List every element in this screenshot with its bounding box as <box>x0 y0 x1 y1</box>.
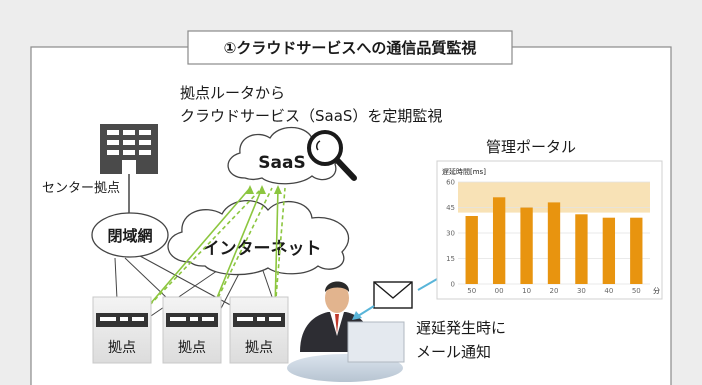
chart-bar <box>575 214 588 284</box>
diagram-title: ①クラウドサービスへの通信品質監視 <box>224 39 477 57</box>
x-tick-label: 30 <box>577 287 586 295</box>
closed-network-label: 閉域網 <box>107 227 152 245</box>
center-site-label: センター拠点 <box>42 181 120 196</box>
closed-network: 閉域網 <box>91 212 169 258</box>
chart-bar <box>630 217 643 284</box>
chart-bars <box>465 197 643 284</box>
y-tick-label: 15 <box>446 255 455 263</box>
site-label: 拠点 <box>178 340 206 356</box>
x-tick-label: 50 <box>632 287 641 295</box>
x-tick-label: 00 <box>495 287 504 295</box>
chart-bar <box>492 197 506 284</box>
caption-line-2: クラウドサービス（SaaS）を定期監視 <box>180 107 442 125</box>
saas-label: SaaS <box>258 153 305 173</box>
portal-chart: 遅延時間[ms] 0 15 30 45 60 50 00 10 20 30 40 50 分 <box>436 160 663 300</box>
magnifier-icon <box>307 130 357 181</box>
mail-to-operator-arrow <box>357 305 375 317</box>
x-tick-label: 20 <box>550 287 559 295</box>
alert-line-1: 遅延発生時に <box>416 319 506 337</box>
site-label: 拠点 <box>108 340 136 356</box>
mail-envelope-icon <box>373 281 413 309</box>
chart-x-ticks: 50 00 10 20 30 40 50 <box>467 287 640 295</box>
internet-label: インターネット <box>203 239 322 259</box>
chart-x-unit: 分 <box>653 286 660 295</box>
site-server-1: 拠点 <box>92 296 152 364</box>
internet-cloud: インターネット <box>167 200 350 276</box>
y-tick-label: 45 <box>446 204 455 212</box>
portal-title: 管理ポータル <box>486 138 576 156</box>
alert-line-2: メール通知 <box>416 343 491 361</box>
title-box: ①クラウドサービスへの通信品質監視 <box>187 30 513 65</box>
site-servers: 拠点 拠点 拠点 <box>92 296 289 364</box>
chart-y-ticks: 0 15 30 45 60 <box>446 179 455 289</box>
x-tick-label: 10 <box>522 287 531 295</box>
y-tick-label: 30 <box>446 230 455 238</box>
y-tick-label: 0 <box>451 281 455 289</box>
center-building-icon <box>100 124 158 174</box>
site-label: 拠点 <box>245 340 273 356</box>
caption-line-1: 拠点ルータから <box>180 84 285 102</box>
x-tick-label: 50 <box>467 287 476 295</box>
site-server-3: 拠点 <box>229 296 289 364</box>
y-tick-label: 60 <box>446 179 455 187</box>
monitoring-arrowheads <box>246 185 282 194</box>
x-tick-label: 40 <box>604 287 613 295</box>
chart-title: 遅延時間[ms] <box>442 167 486 176</box>
mail-arrowhead <box>352 311 362 320</box>
chart-bar <box>465 216 478 284</box>
monitoring-lines <box>144 187 286 311</box>
operator-person-icon <box>287 281 405 382</box>
chart-bar <box>520 207 533 284</box>
site-server-2: 拠点 <box>162 296 222 364</box>
chart-bar <box>602 217 616 284</box>
chart-bar <box>547 202 561 284</box>
